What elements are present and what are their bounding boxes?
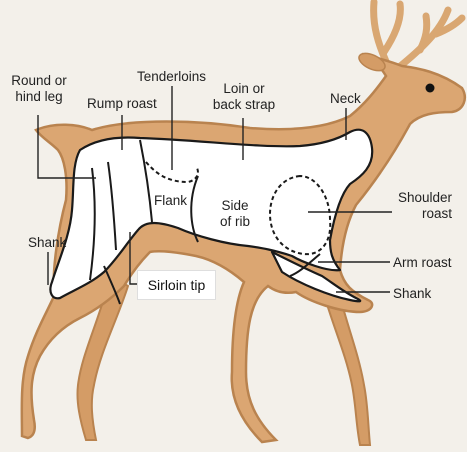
label-arm: Arm roast — [393, 255, 452, 271]
label-side-rib-line2: of rib — [212, 214, 258, 230]
label-shank-right: Shank — [393, 286, 431, 302]
label-round-line2: hind leg — [10, 89, 68, 105]
label-round: Round or hind leg — [10, 73, 68, 105]
label-rump: Rump roast — [87, 96, 157, 112]
label-neck: Neck — [330, 91, 361, 107]
label-shoulder: Shoulder roast — [392, 190, 452, 222]
label-loin-line1: Loin or — [203, 81, 285, 97]
label-side-rib: Side of rib — [212, 198, 258, 230]
label-tenderloins: Tenderloins — [137, 69, 206, 85]
label-flank: Flank — [154, 193, 187, 209]
label-loin-line2: back strap — [203, 97, 285, 113]
label-side-rib-line1: Side — [212, 198, 258, 214]
label-loin: Loin or back strap — [203, 81, 285, 113]
label-shank-left: Shank — [28, 235, 66, 251]
label-shoulder-line1: Shoulder — [392, 190, 452, 206]
deer-eye — [426, 84, 435, 93]
label-round-line1: Round or — [10, 73, 68, 89]
label-sirloin-tip: Sirloin tip — [137, 270, 216, 300]
label-shoulder-line2: roast — [392, 206, 452, 222]
